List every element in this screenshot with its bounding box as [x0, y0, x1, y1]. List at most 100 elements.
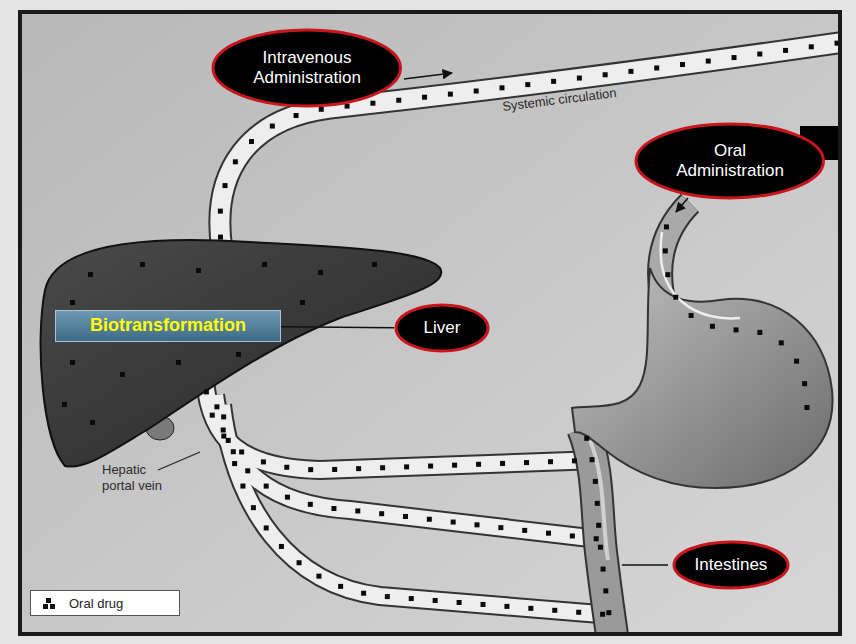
drug-dot: [221, 434, 226, 439]
drug-dot: [603, 588, 608, 593]
ellipse-shape: [396, 305, 488, 351]
drug-dot: [403, 514, 408, 519]
drug-dot: [210, 413, 215, 418]
esophagus: [660, 203, 690, 295]
drug-dot: [372, 262, 377, 267]
drug-dot: [504, 604, 509, 609]
stomach: [572, 268, 833, 488]
drug-dot: [232, 461, 237, 466]
drug-dot: [332, 467, 337, 472]
drug-dot: [88, 272, 93, 277]
drug-dot: [90, 420, 95, 425]
drug-dot: [338, 584, 343, 589]
drug-dot: [595, 501, 600, 506]
drug-dot: [448, 92, 453, 97]
drug-dot: [270, 124, 275, 129]
drug-dot: [590, 457, 595, 462]
drug-dot: [385, 594, 390, 599]
drug-dot: [218, 235, 223, 240]
drug-dot: [370, 101, 375, 106]
drug-dot: [598, 545, 603, 550]
drug-dot: [706, 59, 711, 64]
drug-dot: [451, 520, 456, 525]
drug-dot: [577, 76, 582, 81]
drug-dot: [221, 427, 226, 432]
drug-dot: [70, 360, 75, 365]
drug-dots: [204, 41, 838, 632]
drug-dot: [500, 461, 505, 466]
stomach-track: [665, 215, 807, 425]
portal-vessel: [222, 405, 612, 615]
drug-dot: [264, 525, 269, 530]
drug-dot: [710, 324, 715, 329]
drug-dot: [308, 502, 313, 507]
leader-line: [158, 452, 200, 470]
drug-dot: [245, 468, 250, 473]
drug-dot: [251, 505, 256, 510]
drug-dot: [396, 98, 401, 103]
drug-dot: [433, 598, 438, 603]
vessel-outline: [205, 380, 598, 470]
drug-dot: [427, 517, 432, 522]
drug-dot: [50, 604, 55, 609]
drug-dot: [609, 632, 614, 633]
drug-dot: [196, 268, 201, 273]
intestine: [583, 428, 614, 632]
drug-dot: [404, 464, 409, 469]
drug-dot: [665, 272, 670, 277]
drug-dot: [593, 479, 598, 484]
drug-dot: [584, 436, 589, 441]
drug-dot: [239, 449, 244, 454]
drug-dot: [176, 360, 181, 365]
intestine-outline: [583, 428, 614, 632]
drug-dot: [355, 508, 360, 513]
portal-vessel: [205, 380, 598, 470]
drug-dot: [379, 511, 384, 516]
drug-dot: [331, 506, 336, 511]
drug-dot: [757, 52, 762, 57]
drug-dot: [140, 262, 145, 267]
drug-dot: [452, 463, 457, 468]
drug-dot: [409, 596, 414, 601]
drug-dot: [279, 544, 284, 549]
drug-dot: [524, 460, 529, 465]
drug-dot: [835, 41, 838, 46]
route-ellipse: Oral Administration: [634, 122, 826, 200]
drug-dot: [422, 95, 427, 100]
pointer-arrow: [676, 198, 688, 212]
ellipse-shape: [674, 542, 788, 588]
drug-dot: [809, 44, 814, 49]
drug-dot: [734, 327, 739, 332]
ellipse-shape: [213, 30, 401, 106]
drug-dot: [380, 465, 385, 470]
pointer-arrow: [404, 73, 452, 79]
drug-dot: [794, 359, 799, 364]
drug-dot: [481, 602, 486, 607]
drug-dot: [552, 608, 557, 613]
vessel-outline: [220, 42, 838, 250]
drug-dot: [294, 113, 299, 118]
drug-dot: [218, 209, 223, 214]
legend-swatch: [39, 595, 61, 611]
organ-ellipse: Liver: [394, 303, 490, 353]
portal-vessel: [215, 395, 607, 540]
vessel-label: Hepatic portal vein: [102, 462, 180, 493]
drug-dot: [522, 528, 527, 533]
drug-dot: [62, 402, 67, 407]
esophagus-outline: [660, 203, 690, 295]
drug-dot: [249, 139, 254, 144]
drug-dot: [300, 300, 305, 305]
drug-dot: [663, 248, 668, 253]
drug-dot: [606, 610, 611, 615]
leader-line: [622, 564, 668, 566]
anatomy: [41, 41, 838, 632]
drug-dot: [231, 449, 236, 454]
drug-dot: [236, 352, 241, 357]
drug-dot: [673, 295, 678, 300]
legend-box: Oral drug: [30, 590, 180, 616]
drug-dot: [356, 466, 361, 471]
drug-dot: [654, 65, 659, 70]
node-text: Intravenous Administration: [242, 48, 372, 89]
drug-dot: [474, 89, 479, 94]
drug-dot: [572, 458, 577, 463]
